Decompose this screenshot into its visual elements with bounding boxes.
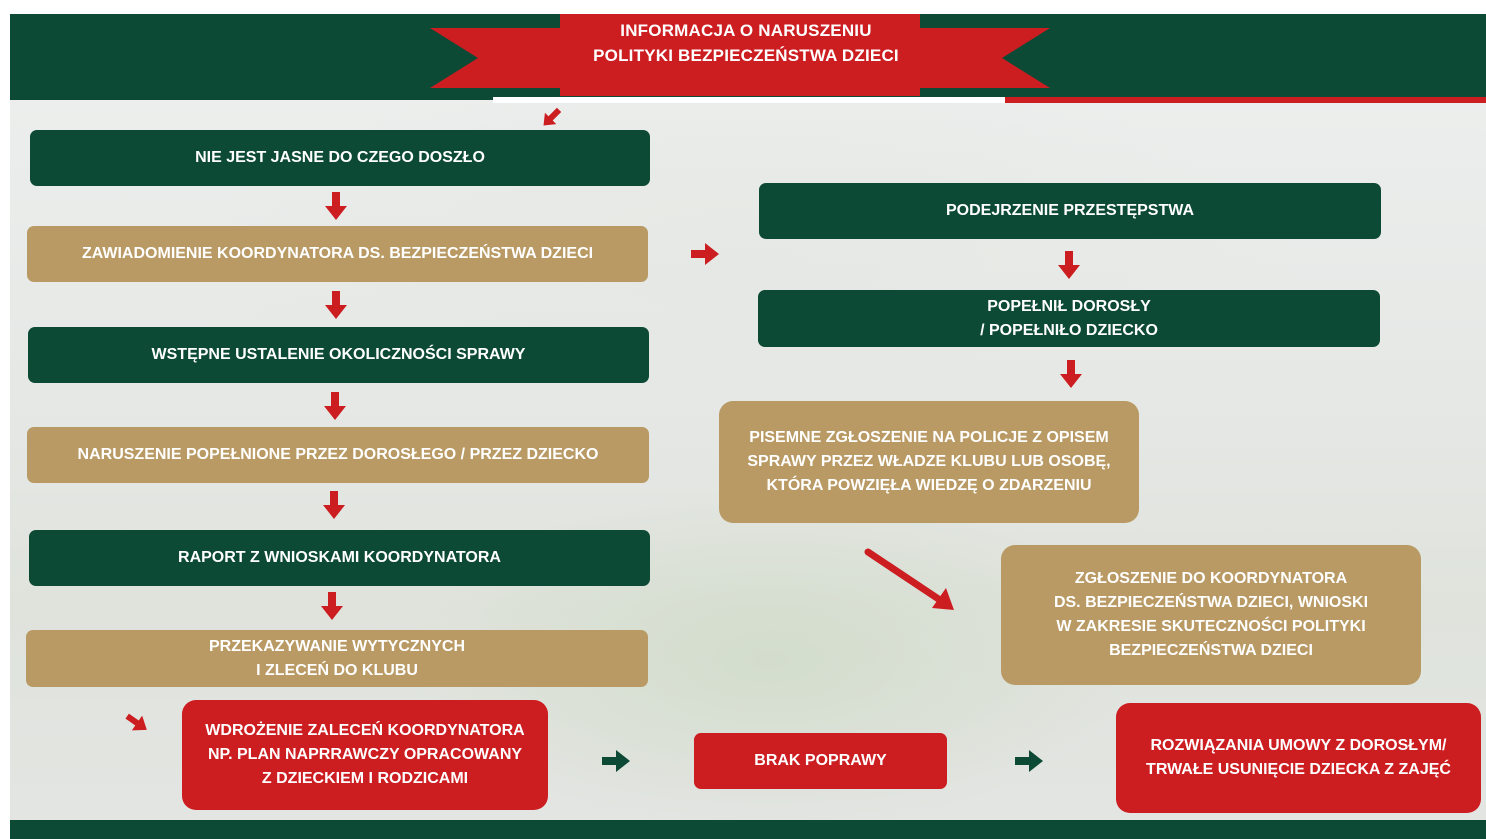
step-unclear-what-happened: NIE JEST JASNE DO CZEGO DOSZŁO — [30, 130, 650, 186]
step-label-line-1: ROZWIĄZANIA UMOWY Z DOROSŁYM/ — [1150, 737, 1447, 754]
arrow-down-icon — [325, 291, 347, 319]
step-no-improvement: BRAK POPRAWY — [694, 733, 947, 789]
ribbon-left-tail — [430, 28, 590, 88]
step-implement-recommendations: WDROŻENIE ZALECEŃ KOORDYNATORA NP. PLAN … — [182, 700, 548, 810]
title-line-2: POLITYKI BEZPIECZEŃSTWA DZIECI — [593, 46, 899, 65]
arrow-to-implementation-icon — [125, 713, 147, 731]
step-label-line-4: BEZPIECZEŃSTWA DZIECI — [1109, 642, 1313, 659]
ribbon-center — [560, 14, 920, 96]
step-label-line-3: W ZAKRESIE SKUTECZNOŚCI POLITYKI — [1056, 618, 1366, 635]
arrow-down-icon — [325, 192, 347, 220]
step-label-line-2: I ZLECEŃ DO KLUBU — [256, 661, 418, 679]
step-label-line-1: PISEMNE ZGŁOSZENIE NA POLICJE Z OPISEM — [749, 429, 1109, 446]
page-title: INFORMACJA O NARUSZENIU POLITYKI BEZPIEC… — [560, 18, 932, 68]
ribbon-right-tail — [890, 28, 1050, 88]
step-label-line-3: KTÓRA POWZIĘŁA WIEDZĘ O ZDARZENIU — [766, 477, 1092, 494]
step-guidelines-to-club: PRZEKAZYWANIE WYTYCZNYCH I ZLECEŃ DO KLU… — [26, 630, 648, 687]
step-label: NARUSZENIE POPEŁNIONE PRZEZ DOROSŁEGO / … — [77, 446, 599, 463]
arrow-down-icon — [1060, 360, 1082, 388]
arrow-right-green-icon — [602, 750, 630, 772]
step-notify-coordinator: ZAWIADOMIENIE KOORDYNATORA DS. BEZPIECZE… — [27, 226, 648, 282]
step-suspected-crime: PODEJRZENIE PRZESTĘPSTWA — [759, 183, 1381, 239]
step-label-line-2: DS. BEZPIECZEŃSTWA DZIECI, WNIOSKI — [1053, 594, 1369, 611]
step-label-line-2: SPRAWY PRZEZ WŁADZE KLUBU LUB OSOBĘ, — [747, 453, 1111, 470]
step-label-line-2: / POPEŁNIŁO DZIECKO — [980, 321, 1158, 339]
step-initial-findings: WSTĘPNE USTALENIE OKOLICZNOŚCI SPRAWY — [28, 327, 649, 383]
step-label: RAPORT Z WNIOSKAMI KOORDYNATORA — [178, 549, 501, 566]
arrow-from-header-icon — [543, 107, 562, 126]
step-violation-adult-or-child: NARUSZENIE POPEŁNIONE PRZEZ DOROSŁEGO / … — [27, 427, 649, 483]
footer-bar — [10, 820, 1486, 839]
step-label: WSTĘPNE USTALENIE OKOLICZNOŚCI SPRAWY — [151, 346, 526, 363]
step-label: PODEJRZENIE PRZESTĘPSTWA — [945, 202, 1195, 219]
step-report-to-coordinator: ZGŁOSZENIE DO KOORDYNATORA DS. BEZPIECZE… — [1001, 545, 1421, 685]
step-label: NIE JEST JASNE DO CZEGO DOSZŁO — [195, 149, 485, 166]
step-label-line-1: PRZEKAZYWANIE WYTYCZNYCH — [209, 637, 465, 655]
step-adult-or-child-committed: POPEŁNIŁ DOROSŁY / POPEŁNIŁO DZIECKO — [758, 290, 1380, 347]
step-label-line-1: POPEŁNIŁ DOROSŁY — [987, 297, 1151, 315]
step-label-line-1: WDROŻENIE ZALECEŃ KOORDYNATORA — [205, 722, 525, 739]
arrow-down-icon — [324, 392, 346, 420]
title-line-1: INFORMACJA O NARUSZENIU — [620, 21, 872, 40]
step-police-report: PISEMNE ZGŁOSZENIE NA POLICJE Z OPISEM S… — [719, 401, 1139, 523]
arrow-right-green-icon — [1015, 750, 1043, 772]
arrow-down-icon — [321, 592, 343, 620]
header-stripe-white — [493, 97, 1005, 103]
step-label-line-3: Z DZIECKIEM I RODZICAMI — [261, 770, 469, 787]
step-coordinator-report: RAPORT Z WNIOSKAMI KOORDYNATORA — [29, 530, 650, 586]
step-label-line-2: TRWAŁE USUNIĘCIE DZIECKA Z ZAJĘĆ — [1146, 761, 1451, 778]
step-termination-or-removal: ROZWIĄZANIA UMOWY Z DOROSŁYM/ TRWAŁE USU… — [1116, 703, 1481, 813]
arrow-down-icon — [1058, 251, 1080, 279]
header-stripe-red — [1005, 97, 1486, 103]
step-label: ZAWIADOMIENIE KOORDYNATORA DS. BEZPIECZE… — [81, 245, 594, 262]
arrow-down-icon — [323, 491, 345, 519]
step-label-line-1: ZGŁOSZENIE DO KOORDYNATORA — [1074, 570, 1348, 587]
arrow-diagonal-icon — [864, 548, 954, 610]
title-ribbon — [430, 14, 1050, 96]
arrow-right-icon — [691, 243, 719, 265]
step-label-line-2: NP. PLAN NAPRRAWCZY OPRACOWANY — [207, 746, 523, 763]
step-label: BRAK POPRAWY — [754, 752, 887, 769]
